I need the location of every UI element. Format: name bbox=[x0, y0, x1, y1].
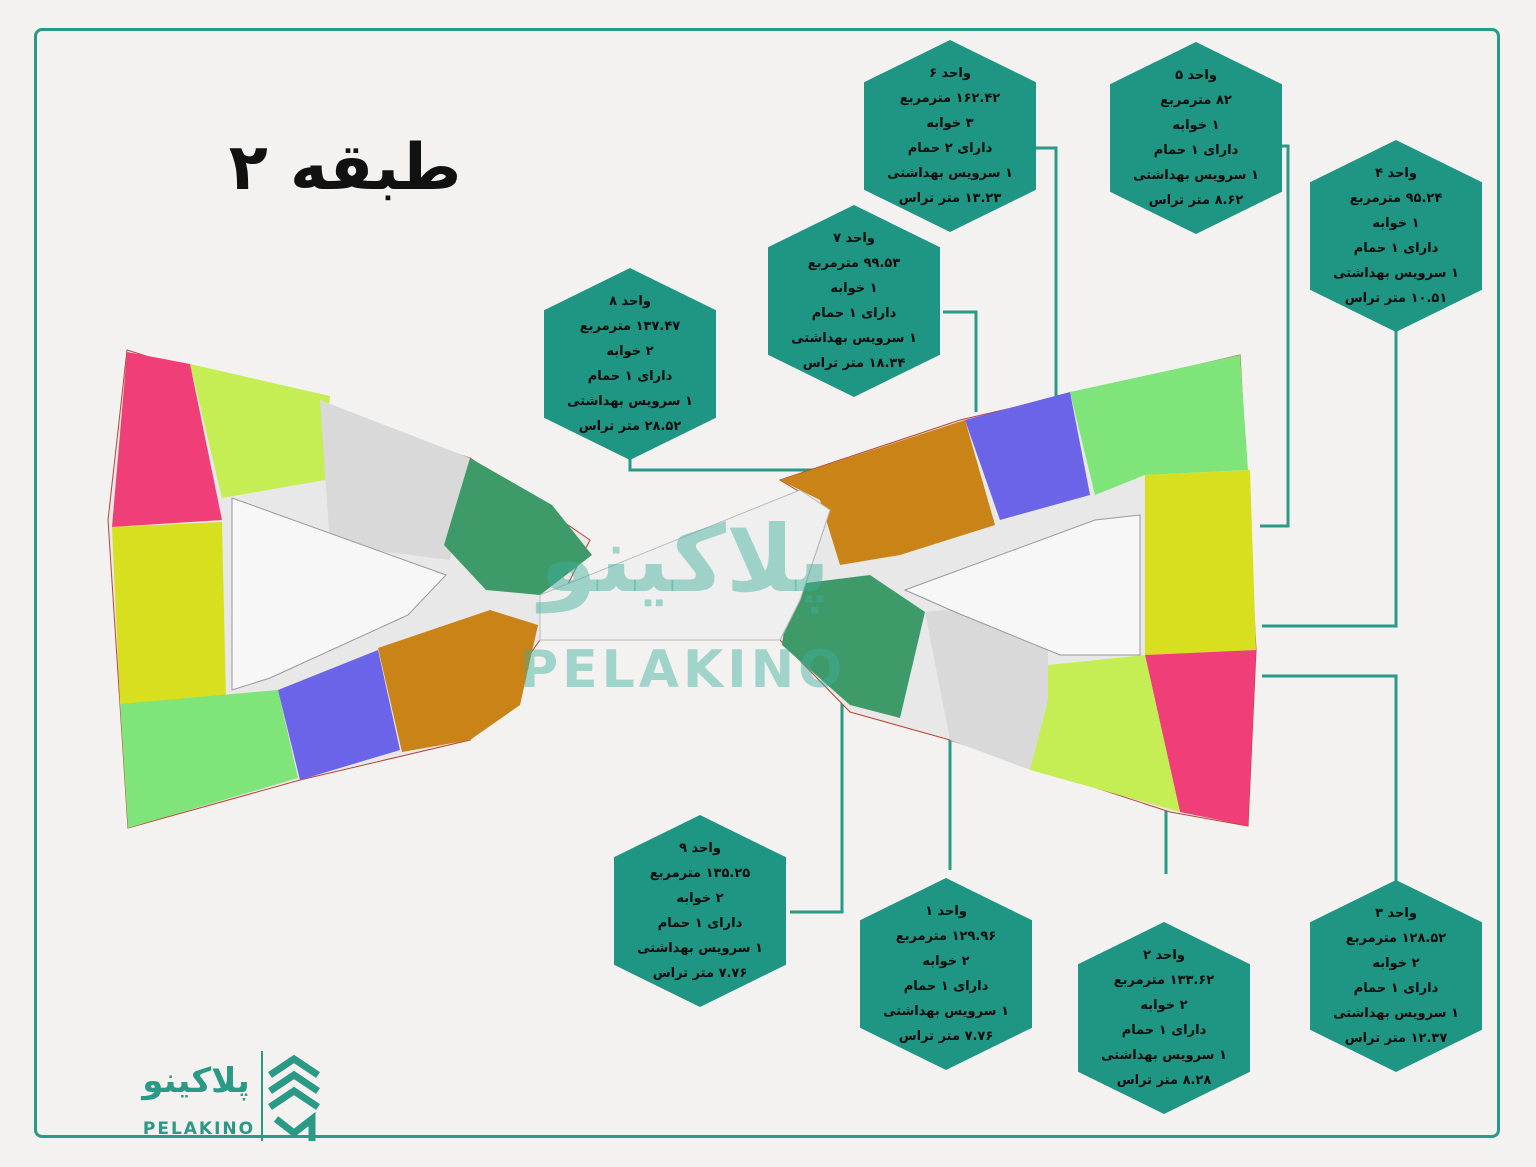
unit-block-orange-right bbox=[780, 420, 995, 565]
unit-5-title: واحد ۵ bbox=[1175, 68, 1217, 83]
unit-5-bathrooms: دارای ۱ حمام bbox=[1153, 143, 1239, 158]
unit-block-darkgreen-left bbox=[444, 458, 592, 595]
unit-6-title: واحد ۶ bbox=[929, 66, 971, 81]
unit-block-pink-left bbox=[112, 352, 222, 527]
logo-latin: PELAKINO bbox=[142, 1119, 256, 1139]
connector-u6 bbox=[1036, 146, 1058, 398]
unit-3-hexagon: واحد ۳ ۱۲۸.۵۲ مترمربع ۲ خوابه دارای ۱ حم… bbox=[1310, 880, 1482, 1072]
unit-2-bedrooms: ۲ خوابه bbox=[1140, 998, 1188, 1013]
left-wing bbox=[107, 349, 592, 829]
unit-8-area: ۱۳۷.۴۷ مترمربع bbox=[579, 319, 681, 334]
unit-block-lightgreen-left bbox=[120, 690, 298, 828]
unit-1-title: واحد ۱ bbox=[925, 904, 967, 919]
unit-1-wc: ۱ سرویس بهداشتی bbox=[883, 1004, 1009, 1019]
unit-6-hexagon: واحد ۶ ۱۶۲.۴۲ مترمربع ۳ خوابه دارای ۲ حم… bbox=[864, 40, 1036, 232]
unit-8-bathrooms: دارای ۱ حمام bbox=[587, 369, 673, 384]
unit-block-yellow-left bbox=[112, 522, 226, 704]
unit-9-terrace: ۷.۷۶ متر تراس bbox=[652, 966, 748, 981]
unit-9-wc: ۱ سرویس بهداشتی bbox=[637, 941, 763, 956]
connector-u3 bbox=[1262, 674, 1398, 894]
unit-2-bathrooms: دارای ۱ حمام bbox=[1121, 1023, 1207, 1038]
unit-4-wc: ۱ سرویس بهداشتی bbox=[1333, 266, 1459, 281]
unit-8-bedrooms: ۲ خوابه bbox=[606, 344, 654, 359]
unit-1-hexagon: واحد ۱ ۱۲۹.۹۶ مترمربع ۲ خوابه دارای ۱ حم… bbox=[860, 878, 1032, 1070]
unit-block-pink-right bbox=[1145, 650, 1256, 826]
unit-5-hexagon: واحد ۵ ۸۲ مترمربع ۱ خوابه دارای ۱ حمام ۱… bbox=[1110, 42, 1282, 234]
unit-block-lime-right bbox=[1030, 655, 1180, 812]
watermark-persian: پلاکینو bbox=[539, 506, 831, 613]
unit-8-title: واحد ۸ bbox=[609, 294, 651, 309]
unit-block-gray-right bbox=[925, 600, 1048, 770]
unit-block-gray-left bbox=[320, 400, 470, 560]
unit-3-title: واحد ۳ bbox=[1375, 906, 1417, 921]
unit-2-title: واحد ۲ bbox=[1143, 948, 1185, 963]
unit-7-title: واحد ۷ bbox=[833, 231, 875, 246]
unit-3-wc: ۱ سرویس بهداشتی bbox=[1333, 1006, 1459, 1021]
unit-9-title: واحد ۹ bbox=[679, 841, 721, 856]
unit-2-terrace: ۸.۲۸ متر تراس bbox=[1116, 1073, 1212, 1088]
unit-block-purple-right bbox=[965, 392, 1090, 520]
unit-5-wc: ۱ سرویس بهداشتی bbox=[1133, 168, 1259, 183]
unit-2-hexagon: واحد ۲ ۱۳۳.۶۲ مترمربع ۲ خوابه دارای ۱ حم… bbox=[1078, 922, 1250, 1114]
unit-9-hexagon: واحد ۹ ۱۳۵.۲۵ مترمربع ۲ خوابه دارای ۱ حم… bbox=[614, 815, 786, 1007]
central-corridor bbox=[539, 489, 831, 641]
unit-6-area: ۱۶۲.۴۲ مترمربع bbox=[899, 91, 1001, 106]
unit-4-terrace: ۱۰.۵۱ متر تراس bbox=[1344, 291, 1448, 306]
unit-5-bedrooms: ۱ خوابه bbox=[1172, 118, 1220, 133]
unit-1-area: ۱۲۹.۹۶ مترمربع bbox=[895, 929, 997, 944]
unit-block-yellow-right bbox=[1145, 470, 1256, 655]
unit-7-terrace: ۱۸.۳۴ متر تراس bbox=[802, 356, 906, 371]
unit-4-bedrooms: ۱ خوابه bbox=[1372, 216, 1420, 231]
connector-u7 bbox=[943, 310, 978, 412]
unit-1-bathrooms: دارای ۱ حمام bbox=[903, 979, 989, 994]
unit-6-wc: ۱ سرویس بهداشتی bbox=[887, 166, 1013, 181]
connector-u5 bbox=[1260, 144, 1290, 528]
unit-8-hexagon: واحد ۸ ۱۳۷.۴۷ مترمربع ۲ خوابه دارای ۱ حم… bbox=[544, 268, 716, 460]
unit-3-bedrooms: ۲ خوابه bbox=[1372, 956, 1420, 971]
unit-3-bathrooms: دارای ۱ حمام bbox=[1353, 981, 1439, 996]
pelakino-logo-icon bbox=[261, 1051, 320, 1141]
unit-1-bedrooms: ۲ خوابه bbox=[922, 954, 970, 969]
unit-8-terrace: ۲۸.۵۲ متر تراس bbox=[578, 419, 682, 434]
connector-u9 bbox=[790, 693, 844, 914]
unit-3-area: ۱۲۸.۵۲ مترمربع bbox=[1345, 931, 1447, 946]
floor-title: طبقه ۲ bbox=[228, 131, 462, 205]
unit-7-wc: ۱ سرویس بهداشتی bbox=[791, 331, 917, 346]
unit-8-wc: ۱ سرویس بهداشتی bbox=[567, 394, 693, 409]
unit-4-title: واحد ۴ bbox=[1375, 166, 1417, 181]
unit-4-bathrooms: دارای ۱ حمام bbox=[1353, 241, 1439, 256]
unit-7-bedrooms: ۱ خوابه bbox=[830, 281, 878, 296]
unit-5-terrace: ۸.۶۲ متر تراس bbox=[1148, 193, 1244, 208]
unit-6-bathrooms: دارای ۲ حمام bbox=[907, 141, 993, 156]
unit-block-orange-left bbox=[378, 610, 538, 752]
unit-block-lime-left-top bbox=[190, 364, 330, 498]
right-wing bbox=[778, 354, 1257, 827]
logo-persian: پلاکینو bbox=[142, 1061, 250, 1101]
watermark-latin: PELAKINO bbox=[520, 640, 847, 700]
left-courtyard bbox=[231, 497, 447, 691]
unit-block-purple-left bbox=[278, 650, 400, 780]
unit-2-wc: ۱ سرویس بهداشتی bbox=[1101, 1048, 1227, 1063]
unit-4-area: ۹۵.۲۴ مترمربع bbox=[1349, 191, 1443, 206]
unit-block-darkgreen-right bbox=[782, 575, 925, 718]
unit-block-lightgreen-right bbox=[1070, 355, 1248, 495]
unit-5-area: ۸۲ مترمربع bbox=[1160, 93, 1232, 108]
unit-7-area: ۹۹.۵۳ مترمربع bbox=[807, 256, 901, 271]
unit-4-hexagon: واحد ۴ ۹۵.۲۴ مترمربع ۱ خوابه دارای ۱ حما… bbox=[1310, 140, 1482, 332]
unit-7-hexagon: واحد ۷ ۹۹.۵۳ مترمربع ۱ خوابه دارای ۱ حما… bbox=[768, 205, 940, 397]
unit-3-terrace: ۱۲.۳۷ متر تراس bbox=[1344, 1031, 1448, 1046]
unit-9-area: ۱۳۵.۲۵ مترمربع bbox=[649, 866, 751, 881]
unit-9-bathrooms: دارای ۱ حمام bbox=[657, 916, 743, 931]
unit-2-area: ۱۳۳.۶۲ مترمربع bbox=[1113, 973, 1215, 988]
unit-9-bedrooms: ۲ خوابه bbox=[676, 891, 724, 906]
unit-6-bedrooms: ۳ خوابه bbox=[926, 116, 974, 131]
connector-u4 bbox=[1262, 308, 1398, 628]
right-courtyard bbox=[903, 514, 1141, 656]
unit-7-bathrooms: دارای ۱ حمام bbox=[811, 306, 897, 321]
unit-6-terrace: ۱۳.۲۳ متر تراس bbox=[898, 191, 1002, 206]
connector-lines bbox=[628, 144, 1398, 914]
page-frame bbox=[34, 28, 1500, 1138]
unit-1-terrace: ۷.۷۶ متر تراس bbox=[898, 1029, 994, 1044]
